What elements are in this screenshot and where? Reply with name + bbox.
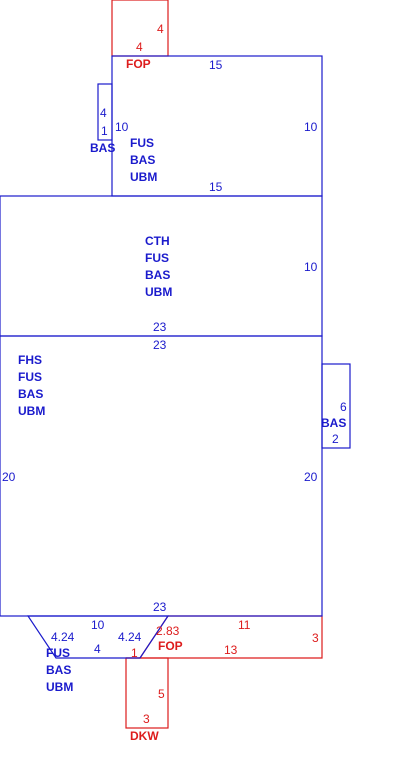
fop-top-dim-bottom: 4 [136, 40, 143, 54]
bay-dim-left-diag: 4.24 [51, 630, 75, 644]
upper-dim-right: 10 [304, 120, 318, 134]
middle-dim-bottom: 23 [153, 320, 167, 334]
fop-bottom-dim-diag: 2.83 [156, 624, 180, 638]
main-dim-top: 23 [153, 338, 167, 352]
upper-code-2: BAS [130, 153, 155, 167]
upper-dim-bottom: 15 [209, 180, 223, 194]
bay-code-2: BAS [46, 663, 71, 677]
fop-bottom-dim-top: 11 [238, 618, 251, 632]
main-code-3: BAS [18, 387, 43, 401]
dkw-outline [125, 657, 169, 729]
dkw-dim-bottom: 3 [143, 712, 150, 726]
middle-dim-right: 10 [304, 260, 318, 274]
fop-top-label: FOP [126, 57, 151, 71]
upper-code-1: FUS [130, 136, 154, 150]
upper-code-3: UBM [130, 170, 157, 184]
bay-dim-right-diag: 4.24 [118, 630, 142, 644]
bas-small-left-outline [97, 83, 113, 141]
upper-dim-left: 10 [115, 120, 129, 134]
bas-small-right-outline [321, 363, 351, 449]
middle-code-3: BAS [145, 268, 170, 282]
fop-bottom-label: FOP [158, 639, 183, 653]
middle-code-4: UBM [145, 285, 172, 299]
bas-small-right-label: BAS [321, 416, 346, 430]
bay-dim-bottom: 4 [94, 642, 101, 656]
bas-small-left-dim-1: 4 [100, 106, 107, 120]
fop-bottom-dim-right: 3 [312, 631, 319, 645]
bay-code-3: UBM [46, 680, 73, 694]
middle-code-1: CTH [145, 234, 170, 248]
bay-dim-top: 10 [91, 618, 105, 632]
main-dim-bottom: 23 [153, 600, 167, 614]
upper-dim-top: 15 [209, 58, 223, 72]
bas-small-right-dim-2: 2 [332, 432, 339, 446]
fop-bottom-dim-left: 1 [131, 646, 138, 660]
middle-area-outline [0, 195, 323, 337]
fop-top-dim-right: 4 [157, 22, 164, 36]
bas-small-left-label: BAS [90, 141, 115, 155]
main-dim-right: 20 [304, 470, 318, 484]
fop-bottom-dim-bottom: 13 [224, 643, 238, 657]
bay-code-1: FUS [46, 646, 70, 660]
bas-small-left-dim-2: 1 [101, 124, 108, 138]
middle-code-2: FUS [145, 251, 169, 265]
main-code-1: FHS [18, 353, 42, 367]
bas-small-right-dim-1: 6 [340, 400, 347, 414]
main-code-4: UBM [18, 404, 45, 418]
main-code-2: FUS [18, 370, 42, 384]
dkw-label: DKW [130, 729, 159, 743]
bay-outline [26, 615, 170, 659]
main-dim-left: 20 [2, 470, 16, 484]
main-area-outline [0, 335, 323, 617]
dkw-dim-right: 5 [158, 687, 165, 701]
